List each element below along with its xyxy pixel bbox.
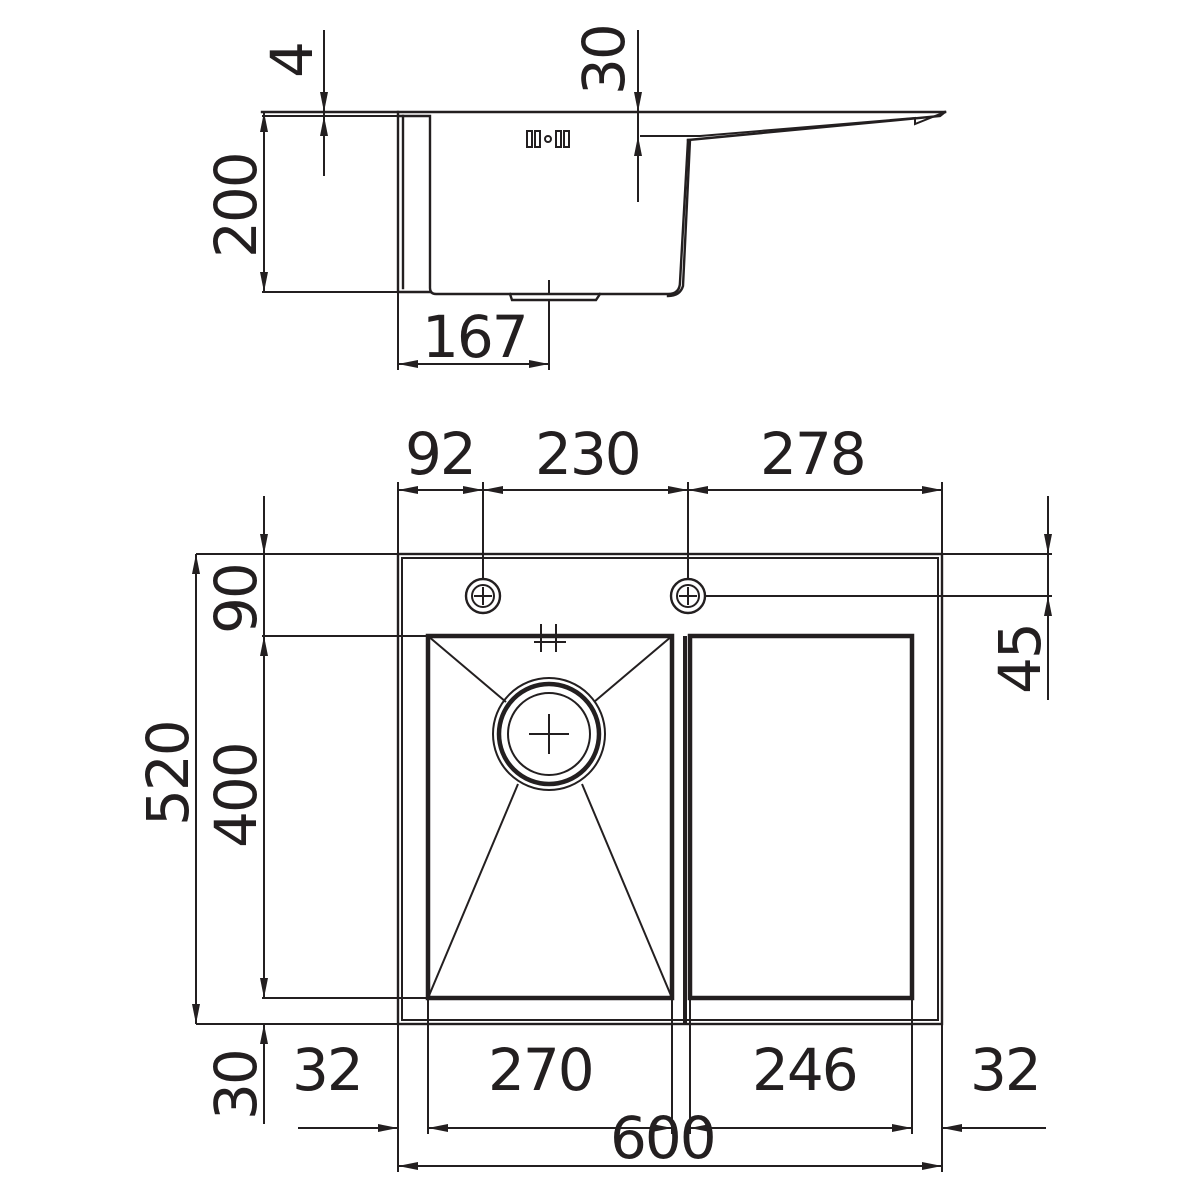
arrow-32-right (942, 1124, 962, 1132)
dim-top-thickness: 4 (258, 43, 326, 78)
arrow-400-bottom (260, 978, 268, 998)
dim-167-arrow-right (529, 360, 549, 368)
dim-bowl-length: 400 (202, 743, 270, 848)
arrow-520-bottom (192, 1004, 200, 1024)
dim-drain-board-height: 30 (570, 25, 638, 95)
dim-4-arrow-top (320, 92, 328, 112)
arrow-230-left (483, 486, 503, 494)
second-bowl (687, 633, 915, 1001)
dim-right-rim: 32 (970, 1036, 1040, 1104)
arrow-270-right (652, 1124, 672, 1132)
arrow-270-left (428, 1124, 448, 1132)
dim-front-rim: 30 (202, 1050, 270, 1120)
arrow-90-top (260, 534, 268, 554)
side-drainboard-slope (640, 111, 946, 137)
arrow-400-top (260, 636, 268, 656)
arrow-520-top (192, 554, 200, 574)
main-bowl-fold-bl (427, 783, 519, 999)
main-bowl-fold-tr (593, 635, 673, 703)
arrow-246-right (892, 1124, 912, 1132)
dim-tap-spacing: 230 (535, 420, 640, 488)
side-drain-outlet (508, 292, 602, 302)
dim-right-section: 278 (760, 420, 865, 488)
drain-icon (492, 677, 606, 791)
arrow-246-left (690, 1124, 710, 1132)
dim-left-to-tap: 92 (405, 420, 475, 488)
side-bowl-profile (396, 110, 947, 296)
dim-left-rim: 32 (292, 1036, 362, 1104)
tap-hole-left-icon (464, 577, 502, 615)
arrow-278-left (688, 486, 708, 494)
arrow-45-bottom (1044, 596, 1052, 616)
arrow-32-left (378, 1124, 398, 1132)
dim-30-arrow-top (634, 92, 642, 112)
arrow-600-left (398, 1162, 418, 1170)
dim-tap-hole-offset: 45 (986, 624, 1054, 694)
arrow-600-right (922, 1162, 942, 1170)
dim-drain-offset: 167 (422, 303, 527, 371)
top-view: 92 230 278 520 90 400 30 45 (134, 420, 1054, 1172)
arrow-92-right (463, 486, 483, 494)
dim-overall-width: 600 (610, 1104, 715, 1172)
dim-30-arrow-bottom (634, 136, 642, 156)
arrow-230-right (668, 486, 688, 494)
side-bowl-inner-wall (666, 138, 692, 298)
sink-outer-rim-inner (401, 557, 939, 1021)
dim-main-bowl-width: 270 (488, 1036, 593, 1104)
side-view: 4 30 200 167 (202, 25, 947, 371)
arrow-278-right (922, 486, 942, 494)
dim-overall-depth: 520 (134, 721, 202, 826)
overflow-icon (526, 130, 570, 148)
dim-167-arrow-left (398, 360, 418, 368)
dim-second-bowl-width: 246 (752, 1036, 857, 1104)
overflow-mark-icon (534, 624, 566, 652)
dim-tap-area-depth: 90 (202, 564, 270, 634)
dim-200-arrow-bottom (260, 272, 268, 292)
dim-bowl-depth: 200 (202, 153, 270, 258)
dim-4-arrow-bottom (320, 116, 328, 136)
sink-outer-rim (396, 552, 944, 1026)
main-bowl-fold-br (581, 783, 673, 999)
arrow-45-top (1044, 534, 1052, 554)
arrow-92-left (398, 486, 418, 494)
dim-200-arrow-top (260, 112, 268, 132)
main-bowl-fold-tl (427, 635, 507, 703)
main-bowl (425, 633, 675, 1001)
tap-hole-right-icon (669, 577, 707, 615)
arrow-30-bottom (260, 1024, 268, 1044)
